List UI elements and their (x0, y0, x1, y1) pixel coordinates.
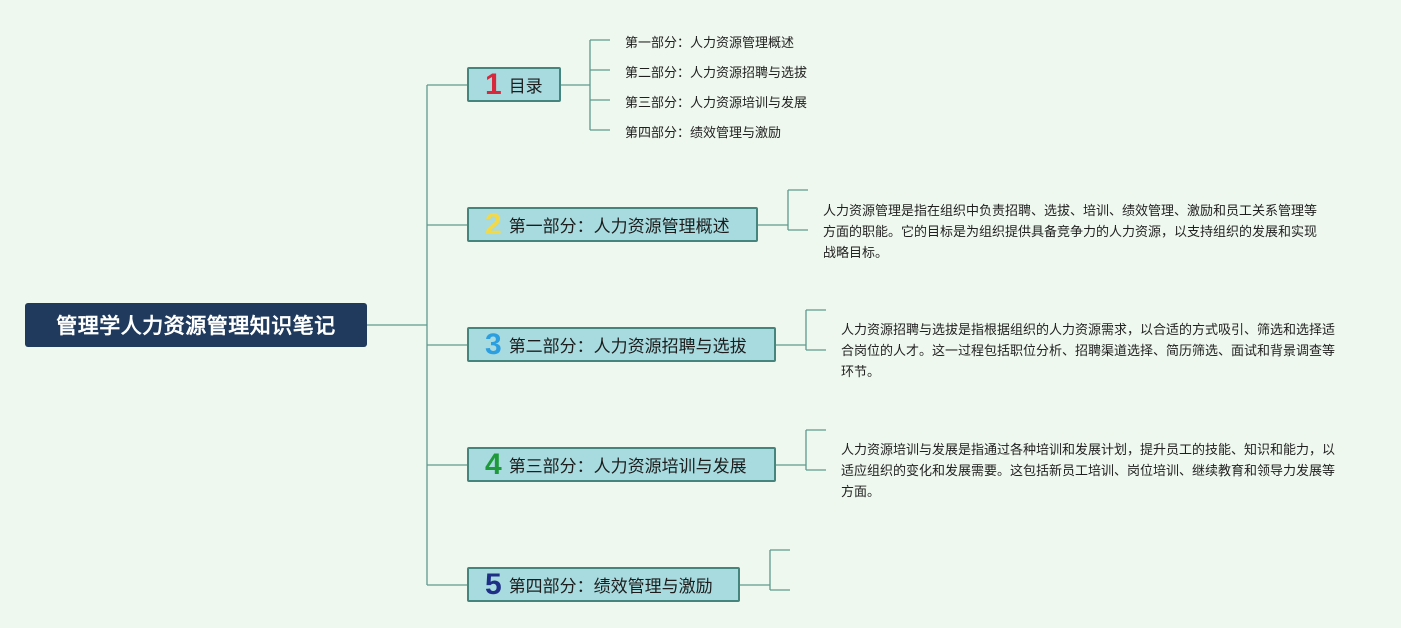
toc-item[interactable]: 第三部分：人力资源培训与发展 (625, 96, 808, 111)
desc-connector-2 (776, 309, 826, 351)
toc-item[interactable]: 第四部分：绩效管理与激励 (625, 126, 782, 141)
branch-label: 第二部分：人力资源招聘与选拔 (508, 337, 747, 357)
description-part-3[interactable]: 人力资源培训与发展是指通过各种培训和发展计划，提升员工的技能、知识和能力，以适应… (841, 443, 1336, 500)
root-topic[interactable]: 管理学人力资源管理知识笔记 (25, 303, 367, 347)
description-part-1[interactable]: 人力资源管理是指在组织中负责招聘、选拔、培训、绩效管理、激励和员工关系管理等方面… (823, 204, 1318, 261)
branch-number: 5 (485, 567, 502, 601)
branch-toc[interactable]: 1 目录 (467, 67, 561, 102)
branch-number: 1 (485, 67, 502, 101)
branch-number: 3 (485, 327, 502, 361)
toc-item[interactable]: 第一部分：人力资源管理概述 (625, 36, 795, 51)
branch-label: 第三部分：人力资源培训与发展 (508, 457, 747, 477)
root-title: 管理学人力资源管理知识笔记 (56, 314, 336, 338)
branch-part-4[interactable]: 5 第四部分：绩效管理与激励 (467, 567, 740, 602)
toc-connector (561, 39, 610, 131)
desc-connector-1 (758, 189, 808, 231)
description-part-2[interactable]: 人力资源招聘与选拔是指根据组织的人力资源需求，以合适的方式吸引、筛选和选择适合岗… (841, 323, 1336, 380)
branch-part-3[interactable]: 4 第三部分：人力资源培训与发展 (467, 447, 776, 482)
branch-label: 目录 (508, 77, 543, 97)
branch-part-2[interactable]: 3 第二部分：人力资源招聘与选拔 (467, 327, 776, 362)
branch-label: 第一部分：人力资源管理概述 (508, 217, 730, 237)
branch-number: 2 (485, 207, 502, 241)
branch-part-1[interactable]: 2 第一部分：人力资源管理概述 (467, 207, 758, 242)
empty-connector (740, 549, 790, 591)
branch-label: 第四部分：绩效管理与激励 (508, 577, 713, 597)
toc-item[interactable]: 第二部分：人力资源招聘与选拔 (625, 66, 808, 81)
branch-number: 4 (485, 447, 502, 481)
desc-connector-3 (776, 429, 826, 471)
